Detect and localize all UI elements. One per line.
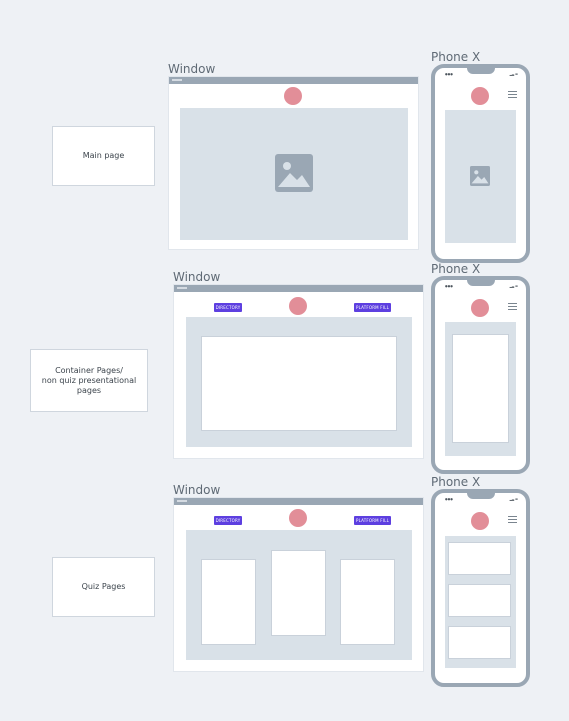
quiz-card[interactable] [448, 584, 511, 617]
image-placeholder-icon [275, 154, 313, 192]
quiz-window-frame: DIRECTORY PLATFORM FILL [173, 497, 424, 672]
content-card [452, 334, 509, 443]
content-container [186, 317, 412, 447]
quiz-pages-label: Quiz Pages [52, 557, 155, 617]
avatar [471, 299, 489, 317]
window-title-1: Window [168, 62, 216, 76]
image-placeholder-icon [470, 166, 490, 186]
main-window-frame [168, 76, 419, 250]
window-bar [174, 498, 423, 505]
menu-icon[interactable] [508, 303, 517, 310]
main-page-label: Main page [52, 126, 155, 186]
directory-button[interactable]: DIRECTORY [214, 303, 242, 312]
hero-image-placeholder [180, 108, 408, 240]
quiz-container [186, 530, 412, 660]
window-bar [174, 285, 423, 292]
window-bar [169, 77, 418, 84]
container-window-frame: DIRECTORY PLATFORM FILL [173, 284, 424, 459]
phone-frame-3: ●●● ▂▃ ▬ [431, 489, 530, 687]
avatar [471, 512, 489, 530]
platform-button[interactable]: PLATFORM FILL [354, 303, 391, 312]
menu-icon[interactable] [508, 516, 517, 523]
directory-button[interactable]: DIRECTORY [214, 516, 242, 525]
phone-frame-2: ●●● ▂▃ ▬ [431, 276, 530, 474]
platform-button[interactable]: PLATFORM FILL [354, 516, 391, 525]
quiz-card[interactable] [201, 559, 256, 645]
quiz-card[interactable] [271, 550, 326, 636]
content-card [201, 336, 397, 431]
phone-title-1: Phone X [431, 50, 481, 64]
window-title-2: Window [173, 270, 221, 284]
container-pages-label: Container Pages/ non quiz presentational… [30, 349, 148, 412]
hero-image-placeholder [445, 110, 516, 243]
menu-icon[interactable] [508, 91, 517, 98]
quiz-card[interactable] [448, 542, 511, 575]
avatar [284, 87, 302, 105]
phone-frame-1: ●●● ▂▃ ▬ [431, 64, 530, 263]
phone-title-2: Phone X [431, 262, 481, 276]
phone-title-3: Phone X [431, 475, 481, 489]
content-container [445, 322, 516, 456]
avatar [289, 509, 307, 527]
quiz-container [445, 536, 516, 668]
avatar [471, 87, 489, 105]
window-title-3: Window [173, 483, 221, 497]
avatar [289, 297, 307, 315]
quiz-card[interactable] [340, 559, 395, 645]
quiz-card[interactable] [448, 626, 511, 659]
